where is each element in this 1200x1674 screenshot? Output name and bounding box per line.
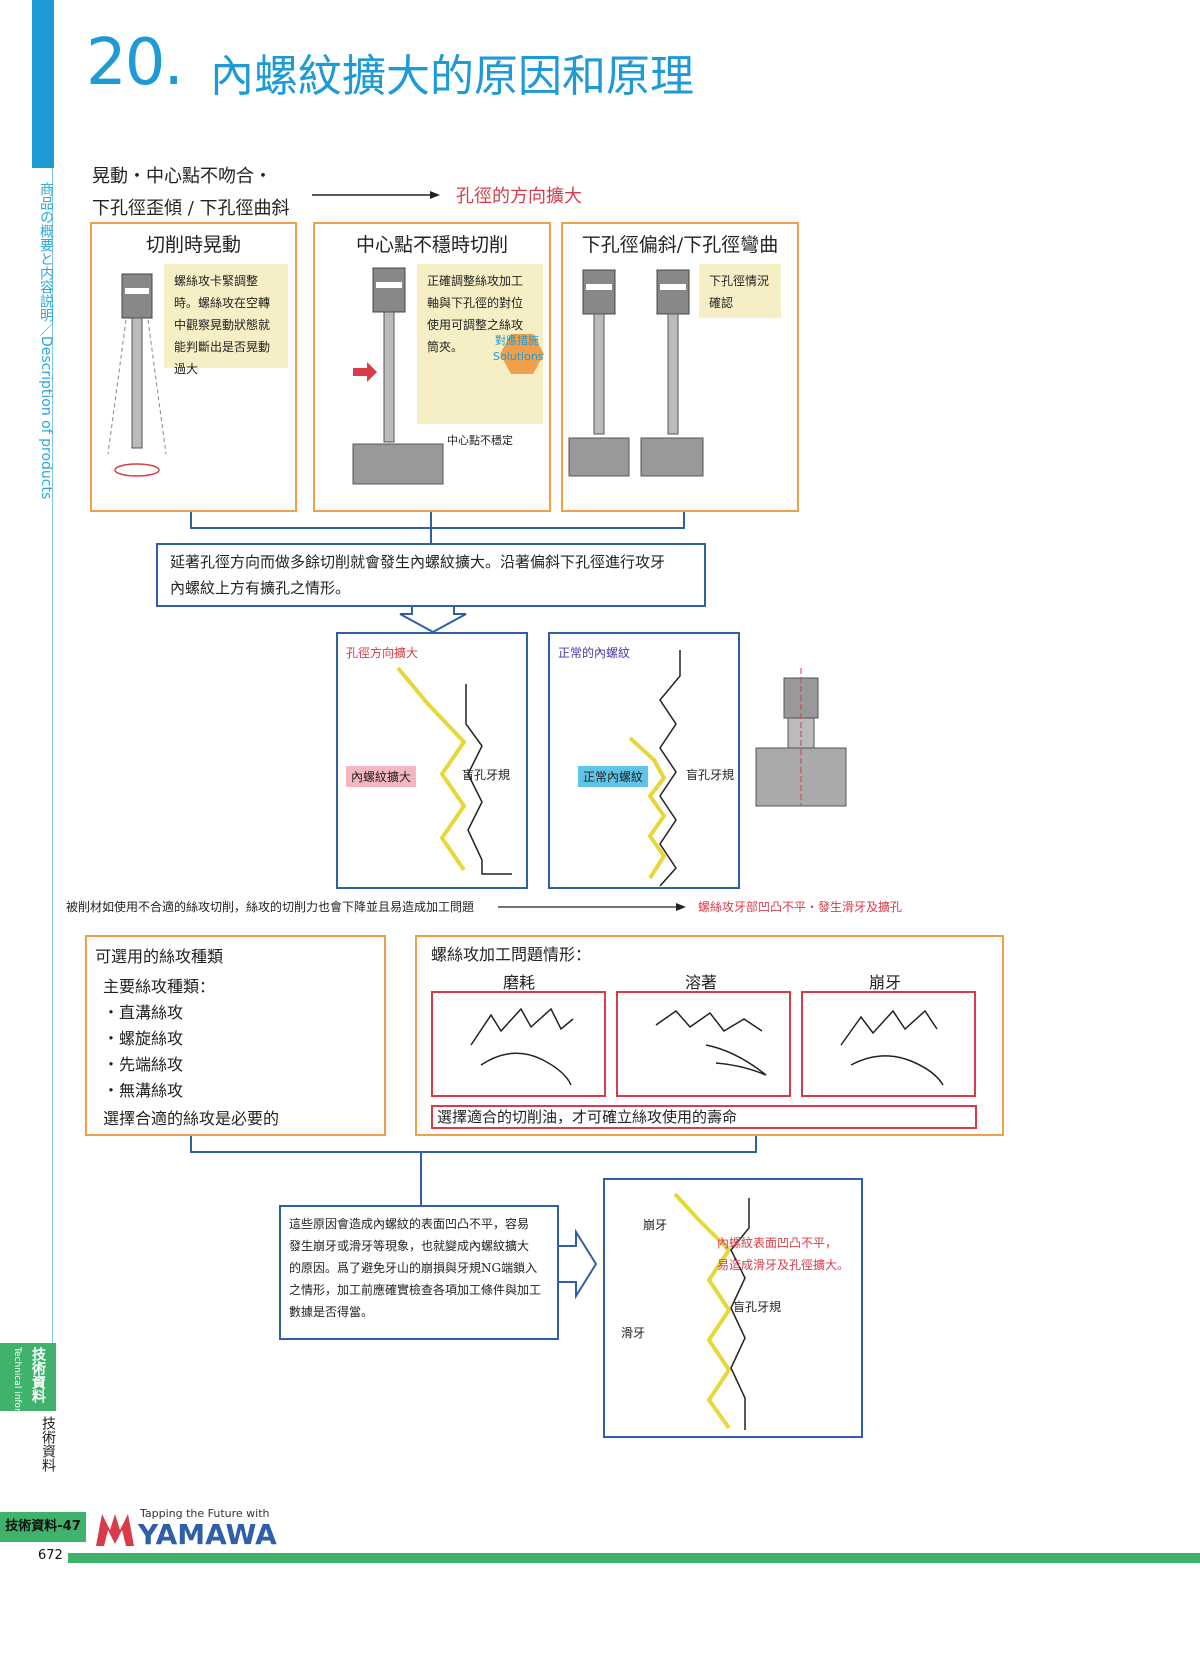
side-tab-ja: 技術資料 bbox=[30, 1347, 46, 1403]
summary-2-line: 的原因。爲了避免牙山的崩損與牙規NG端鎖入 bbox=[289, 1261, 538, 1275]
connector bbox=[755, 1136, 757, 1152]
summary-box-1: 延著孔徑方向而做多餘切削就會發生內螺紋擴大。沿著偏斜下孔徑進行攻牙 內螺紋上方有… bbox=[156, 543, 706, 607]
right-arrow bbox=[557, 1228, 598, 1300]
thread-gauge-label: 盲孔牙規 bbox=[686, 768, 735, 782]
tap-types-footer: 選擇合適的絲攻是必要的 bbox=[103, 1109, 280, 1128]
connector bbox=[190, 512, 192, 528]
center-unstable-callout: 中心點不穩定 bbox=[447, 434, 513, 447]
thread-panel-normal: 正常的內螺紋 正常內螺紋 盲孔牙規 bbox=[548, 632, 740, 889]
accent-stripe bbox=[32, 0, 54, 168]
problem-label: 崩牙 bbox=[869, 973, 902, 992]
footer-brand: YAMAWA bbox=[138, 1518, 277, 1551]
connector bbox=[190, 527, 685, 529]
final-red-note: 易造成滑牙及孔徑擴大。 bbox=[717, 1258, 850, 1272]
side-vertical-label: 商品の概要と内容説明／Description of products bbox=[30, 182, 56, 512]
summary-2-line: 發生崩牙或滑牙等現象，也就變成內螺紋擴大 bbox=[289, 1239, 530, 1253]
panel-center-unstable: 中心點不穩時切削 正確調整絲攻加工軸與下孔徑的對位使用可調整之絲攻筒夾。 對應措… bbox=[313, 222, 551, 512]
problems-box: 螺絲攻加工問題情形： 磨耗 溶著 崩牙 選擇適合的切削油，才可確立絲攻使用的壽命 bbox=[415, 935, 1004, 1136]
connector bbox=[420, 1151, 422, 1206]
tap-type-item: ・先端絲攻 bbox=[103, 1055, 184, 1074]
panel-title: 下孔徑偏斜/下孔徑彎曲 bbox=[581, 234, 779, 256]
side-lower-label: 技術資料 bbox=[40, 1416, 56, 1472]
section-number: 20. bbox=[86, 26, 184, 100]
cause-2-text: 被削材如使用不合適的絲攻切削，絲攻的切削力也會下降並且易造成加工問題 bbox=[66, 900, 475, 914]
tap-types-title: 可選用的絲攻種類 bbox=[95, 947, 224, 966]
cause-line-1: 晃動・中心點不吻合・ bbox=[92, 166, 272, 187]
problem-label: 溶著 bbox=[685, 973, 718, 992]
thread-profile-expanded bbox=[396, 666, 512, 875]
cause-2-arrow bbox=[498, 903, 686, 911]
panel-note: 下孔徑情況確認 bbox=[699, 264, 781, 318]
problem-panel-weld bbox=[616, 991, 791, 1097]
cause-arrow bbox=[312, 191, 440, 199]
gauge-illustration bbox=[755, 668, 847, 807]
footer-slogan: Tapping the Future with bbox=[140, 1507, 270, 1520]
solutions-badge-label-en: Solutions bbox=[493, 350, 544, 363]
summary-box-2: 這些原因會造成內螺紋的表面凹凸不平，容易 發生崩牙或滑牙等現象，也就變成內螺紋擴… bbox=[279, 1205, 559, 1340]
panel-title: 切削時晃動 bbox=[145, 234, 241, 256]
chip-weld-illustration bbox=[655, 1009, 767, 1076]
tap-types-box: 可選用的絲攻種類 主要絲攻種類： ・直溝絲攻 ・螺旋絲攻 ・先端絲攻 ・無溝絲攻… bbox=[85, 935, 386, 1136]
slip-label: 滑牙 bbox=[621, 1326, 646, 1340]
tap-types-subtitle: 主要絲攻種類： bbox=[103, 977, 216, 996]
thread-panel-heading: 孔徑方向擴大 bbox=[346, 646, 419, 660]
tap-skew-illustration bbox=[568, 269, 704, 477]
problem-panel-wear bbox=[431, 991, 606, 1097]
thread-tag-expanded: 內螺紋擴大 bbox=[346, 766, 417, 787]
page-title: 內螺紋擴大的原因和原理 bbox=[210, 51, 694, 102]
summary-2-line: 這些原因會造成內螺紋的表面凹凸不平，容易 bbox=[289, 1217, 530, 1231]
thread-tag-normal: 正常內螺紋 bbox=[578, 766, 649, 787]
side-label-ja: 商品の概要と内容説明／ bbox=[38, 182, 54, 336]
tap-type-item: ・直溝絲攻 bbox=[103, 1003, 184, 1022]
thread-profile-normal bbox=[628, 650, 681, 887]
tap-type-item: ・無溝絲攻 bbox=[103, 1081, 184, 1100]
side-tab-en: Technical information bbox=[12, 1347, 22, 1444]
panel-wobble: 切削時晃動 螺絲攻卡緊調整時。螺絲攻在空轉中觀察晃動狀態就能判斷出是否晃動過大 bbox=[90, 222, 297, 512]
final-red-note: 內螺紋表面凹凸不平， bbox=[717, 1236, 838, 1250]
connector bbox=[190, 1151, 757, 1153]
side-tab: 技術資料 Technical information bbox=[0, 1343, 56, 1443]
tap-type-item: ・螺旋絲攻 bbox=[103, 1029, 184, 1048]
footer-tag: 技術資料-47 bbox=[0, 1512, 86, 1542]
tap-wobble-illustration bbox=[107, 273, 167, 477]
side-rule bbox=[52, 168, 53, 1343]
solutions-badge-label: 對應措施 bbox=[495, 334, 539, 347]
cause-2-result: 螺絲攻牙部凹凸不平・發生滑牙及擴孔 bbox=[698, 900, 903, 914]
chip-label: 崩牙 bbox=[643, 1218, 668, 1232]
connector bbox=[190, 1136, 192, 1152]
hand-tap-illustration bbox=[470, 1007, 574, 1086]
panel-title: 中心點不穩時切削 bbox=[355, 234, 508, 256]
problems-footer: 選擇適合的切削油，才可確立絲攻使用的壽命 bbox=[431, 1105, 977, 1129]
summary-2-line: 數據是否得當。 bbox=[289, 1305, 374, 1319]
tap-center-illustration bbox=[352, 267, 444, 485]
summary-2-line: 之情形，加工前應確實檢查各項加工條件與加工 bbox=[289, 1283, 542, 1297]
down-arrow bbox=[399, 605, 467, 634]
problem-label: 磨耗 bbox=[503, 973, 536, 992]
summary-1-line: 內螺紋上方有擴孔之情形。 bbox=[170, 579, 351, 597]
side-label-en: Description of products bbox=[38, 336, 54, 500]
page-number: 672 bbox=[36, 1548, 65, 1563]
thread-panel-expanded: 孔徑方向擴大 內螺紋擴大 盲孔牙規 bbox=[336, 632, 528, 889]
footer-bar bbox=[68, 1553, 1200, 1563]
connector bbox=[430, 512, 432, 544]
final-thread-profile bbox=[673, 1192, 750, 1430]
panel-note: 螺絲攻卡緊調整時。螺絲攻在空轉中觀察晃動狀態就能判斷出是否晃動過大 bbox=[164, 264, 288, 376]
cause-result: 孔徑的方向擴大 bbox=[456, 186, 582, 207]
yamawa-logo-icon bbox=[96, 1514, 134, 1546]
connector bbox=[683, 512, 685, 528]
final-gauge-label: 盲孔牙規 bbox=[733, 1300, 782, 1314]
problems-title: 螺絲攻加工問題情形： bbox=[431, 945, 592, 964]
problem-panel-chip bbox=[801, 991, 976, 1097]
cause-line-2: 下孔徑歪傾 / 下孔徑曲斜 bbox=[92, 198, 290, 219]
thread-panel-heading: 正常的內螺紋 bbox=[558, 646, 631, 660]
summary-1-line: 延著孔徑方向而做多餘切削就會發生內螺紋擴大。沿著偏斜下孔徑進行攻牙 bbox=[170, 553, 666, 571]
panel-hole-skew: 下孔徑偏斜/下孔徑彎曲 下孔徑情況確認 bbox=[561, 222, 799, 512]
final-thread-panel: 崩牙 滑牙 內螺紋表面凹凸不平， 易造成滑牙及孔徑擴大。 盲孔牙規 bbox=[603, 1178, 863, 1438]
thread-gauge-label: 盲孔牙規 bbox=[462, 768, 511, 782]
thread-chip-illustration bbox=[840, 1009, 944, 1086]
